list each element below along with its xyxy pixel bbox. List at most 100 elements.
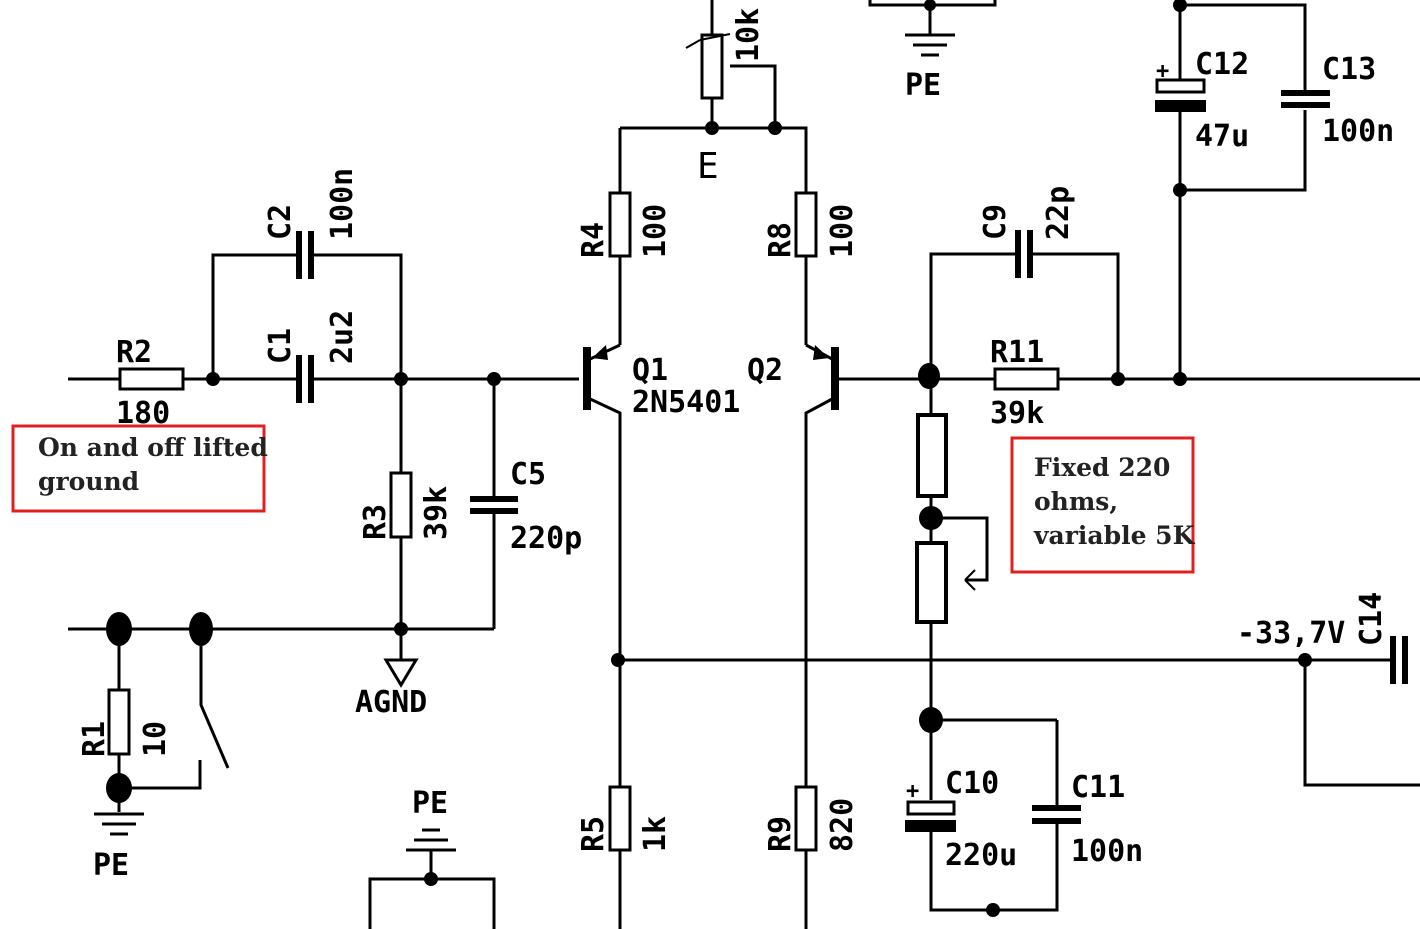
c13-plate-b [1281, 102, 1330, 108]
transistors [583, 345, 839, 410]
agnd-label: AGND [355, 685, 427, 720]
labels: R2 180 C2 100n C1 2u2 R3 39k C5 220p AGN… [77, 8, 1394, 883]
note-lifted-ground-line2: ground [38, 467, 139, 496]
junction-dot [924, 0, 936, 11]
pe-symbol-top [905, 33, 955, 57]
r9-ref: R9 [763, 816, 798, 852]
note-lifted-ground-box [11, 424, 266, 513]
c10-plate-neg [905, 820, 956, 832]
junction-dot [1173, 0, 1187, 12]
q2-base-bar [831, 347, 839, 410]
r2-ref: R2 [116, 335, 152, 370]
junction-dot [106, 612, 132, 646]
c13-value: 100n [1322, 114, 1394, 149]
pot-value: 10k [731, 8, 766, 62]
r4-body [608, 191, 632, 258]
q1-base-bar [583, 347, 591, 410]
junction-dot [919, 707, 943, 733]
note-fixed-variable-line3: variable 5K [1033, 521, 1196, 550]
neg-rail-label: -33,7V [1237, 616, 1345, 651]
c10-polarity: + [906, 779, 919, 804]
c14-polarity: + [1362, 593, 1387, 606]
capacitors [296, 78, 1408, 832]
c12-ref: C12 [1195, 47, 1249, 82]
junction-dot [487, 372, 501, 386]
junction-dot [206, 372, 220, 386]
q2-ref: Q2 [747, 353, 783, 388]
pe-symbol-bottom [406, 828, 456, 852]
r5-body [608, 785, 632, 852]
c14-plate-a [1390, 636, 1396, 684]
pe-label-left: PE [93, 848, 129, 883]
c12-value: 47u [1195, 119, 1249, 154]
r9-body [794, 785, 818, 852]
c12-plate-neg [1155, 100, 1206, 112]
c9-plate-a [1015, 230, 1021, 278]
c1-ref: C1 [263, 328, 298, 364]
note-lifted-ground-line1: On and off lifted [38, 433, 268, 462]
c1-plate-b [308, 355, 314, 403]
c5-plate-a [470, 496, 518, 502]
c1-plate-a [296, 355, 302, 403]
c9-value: 22p [1041, 186, 1076, 240]
c10-value: 220u [945, 838, 1017, 873]
c9-plate-b [1027, 230, 1033, 278]
junction-dot [1111, 372, 1125, 386]
r5-value: 1k [638, 816, 673, 852]
resistors [107, 33, 1060, 852]
junction-dot [611, 653, 625, 667]
c11-plate-b [1032, 818, 1081, 824]
c1-value: 2u2 [325, 310, 360, 364]
c12-plate-pos [1155, 78, 1206, 94]
junction-dot [986, 903, 1000, 917]
junction-dot [1173, 372, 1187, 386]
r11-body [993, 367, 1060, 391]
r2-body [118, 367, 185, 391]
pot-wiper [685, 33, 731, 49]
q1-emitter-arrow [592, 345, 608, 360]
c2-plate-b [308, 231, 314, 279]
variable-5k-wiper [964, 569, 976, 591]
r8-ref: R8 [763, 222, 798, 258]
pot-body [700, 33, 724, 100]
r1-body [107, 688, 131, 756]
r8-body [794, 191, 818, 258]
agnd-symbol [383, 658, 419, 688]
c2-plate-a [296, 231, 302, 279]
c2-value: 100n [325, 168, 360, 240]
r1-value: 10 [138, 721, 173, 757]
ground-symbols [94, 33, 955, 852]
c13-ref: C13 [1322, 52, 1376, 87]
c11-value: 100n [1071, 834, 1143, 869]
r5-ref: R5 [576, 816, 611, 852]
r1-ref: R1 [77, 721, 112, 757]
q2-emitter-arrow [813, 345, 829, 360]
junction-dot [189, 612, 213, 646]
note-lifted-ground: On and off lifted ground [11, 424, 268, 513]
variable-5k-body [915, 541, 948, 624]
c9-ref: C9 [978, 204, 1013, 240]
junction-dot [705, 121, 719, 135]
r8-value: 100 [825, 204, 860, 258]
junction-dot [394, 622, 408, 636]
q1-value: 2N5401 [632, 385, 740, 420]
c5-ref: C5 [510, 457, 546, 492]
emitter-label: E [697, 146, 719, 187]
c5-plate-b [470, 508, 518, 514]
r3-ref: R3 [358, 504, 393, 540]
junction-dot [1173, 183, 1187, 197]
note-fixed-variable-box [1010, 436, 1195, 574]
r4-ref: R4 [576, 222, 611, 258]
junction-dot [106, 773, 132, 803]
junction-dot [768, 121, 782, 135]
junction-dot [394, 372, 408, 386]
note-fixed-variable-line2: ohms, [1034, 487, 1118, 516]
r11-ref: R11 [990, 335, 1044, 370]
fixed-220-body [916, 413, 948, 498]
c11-ref: C11 [1071, 770, 1125, 805]
c10-plate-pos [906, 800, 956, 816]
r4-value: 100 [638, 204, 673, 258]
c13-plate-a [1281, 90, 1330, 96]
c5-value: 220p [510, 521, 582, 556]
